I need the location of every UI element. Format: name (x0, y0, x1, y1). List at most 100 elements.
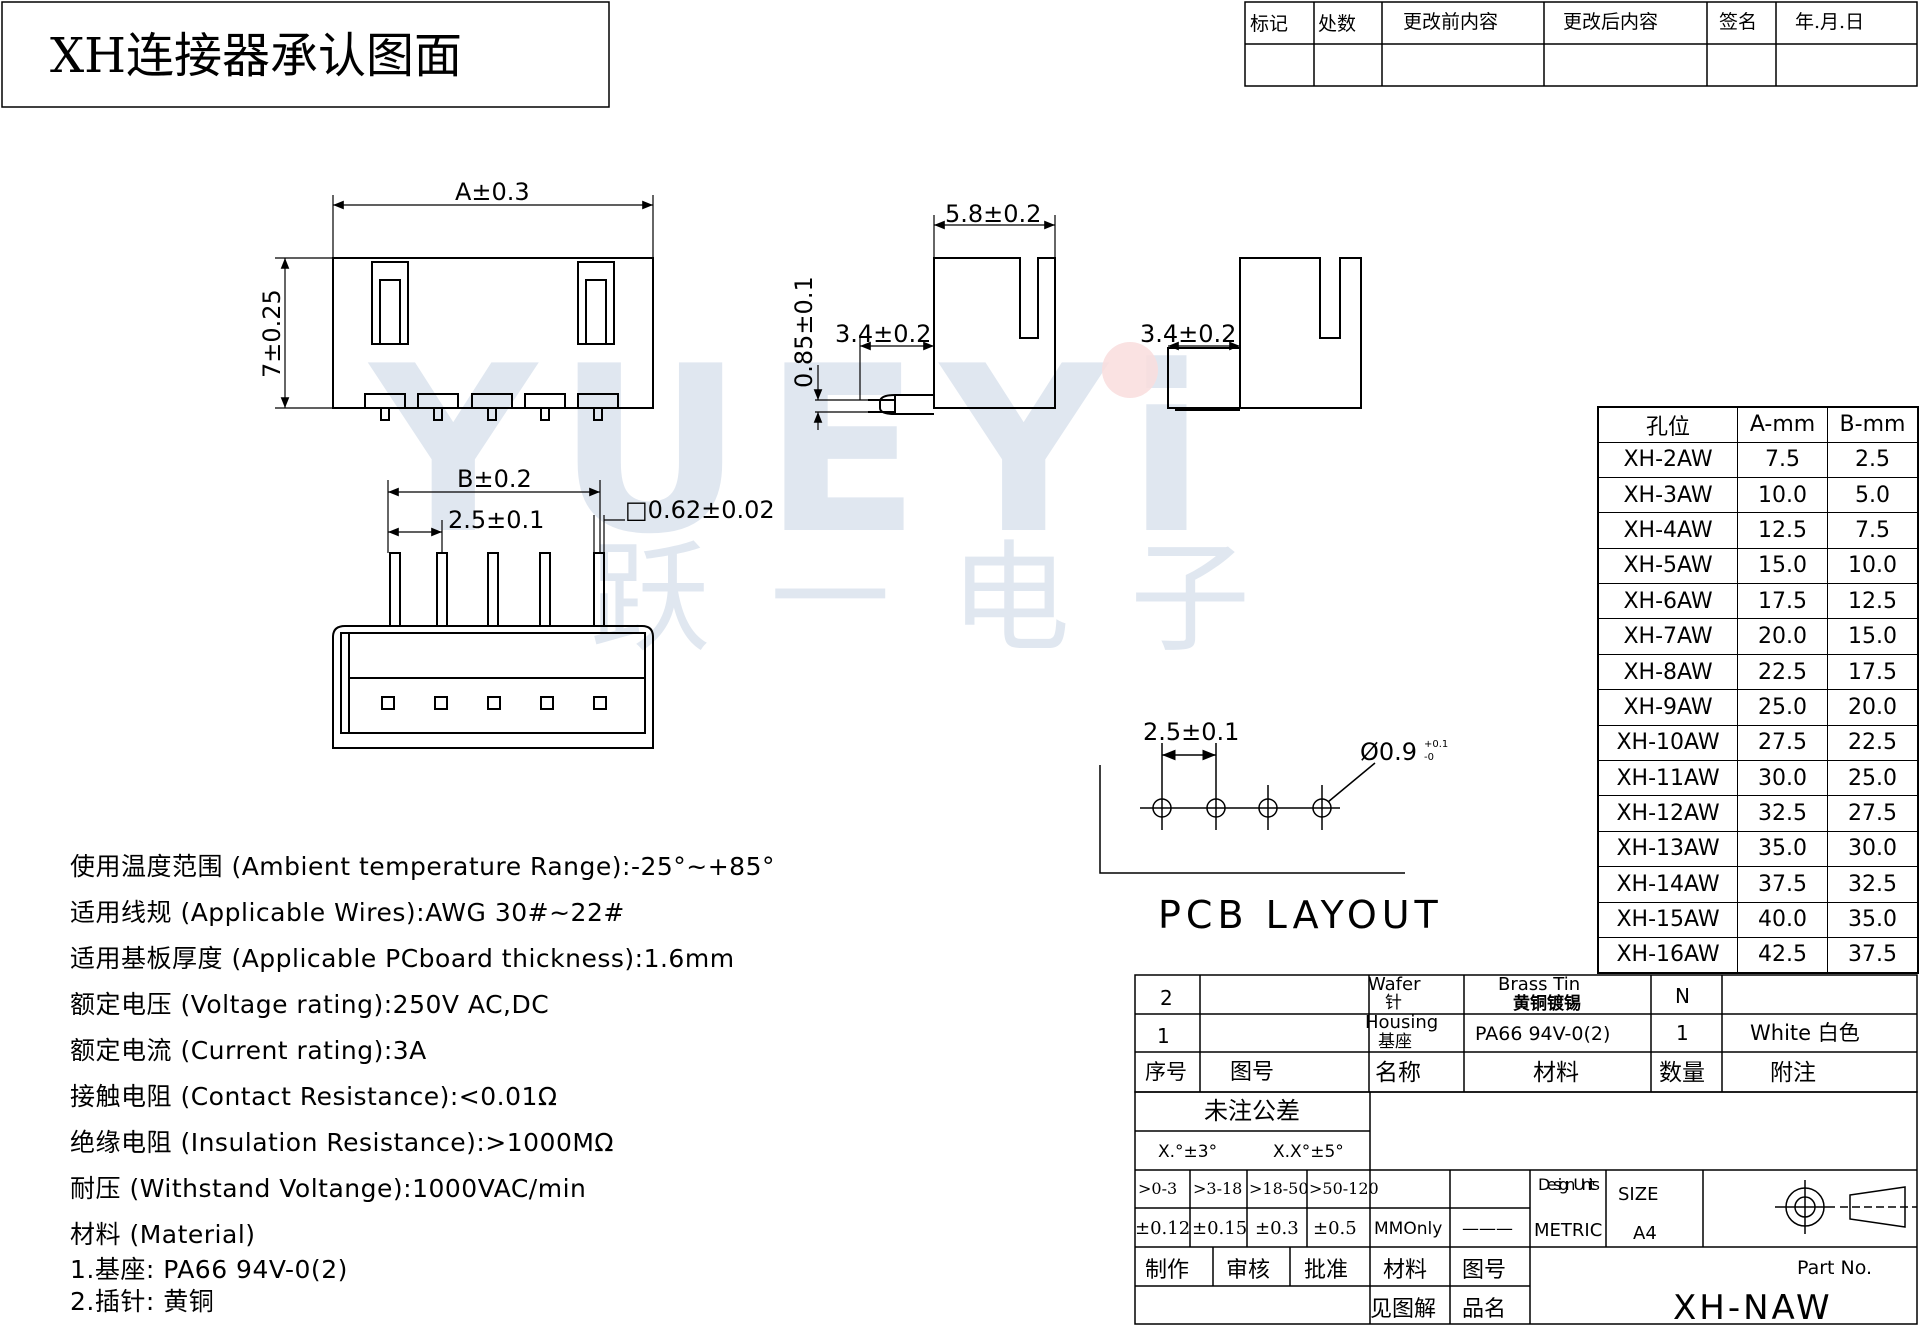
size-cell-a: 20.0 (1737, 618, 1829, 655)
size-header-a: A-mm (1737, 406, 1829, 443)
size-label: SIZE (1618, 1184, 1658, 1205)
spec-wires: 适用线规 (Applicable Wires):AWG 30#~22# (70, 898, 625, 927)
bom-table (1134, 974, 1918, 1093)
watermark-latin: YUEYi (367, 318, 1226, 585)
size-cell-b: 37.5 (1827, 936, 1919, 974)
size-cell-a: 25.0 (1737, 689, 1829, 726)
units-dash: ——— (1462, 1219, 1513, 1239)
pcb-hole-tol-dn: -0 (1424, 752, 1434, 763)
size-cell-b: 15.0 (1827, 618, 1919, 655)
dim-pitch-label: 2.5±0.1 (448, 506, 544, 534)
role-made: 制作 (1145, 1258, 1189, 1283)
size-val: A4 (1633, 1223, 1657, 1244)
pcb-hole-label: Ø0.9 (1360, 738, 1417, 766)
size-cell-b: 35.0 (1827, 901, 1919, 938)
size-cell-model: XH-8AW (1597, 653, 1739, 691)
tol-range-4: >50-120 (1309, 1179, 1379, 1198)
size-cell-b: 32.5 (1827, 866, 1919, 903)
role-dwg: 图号 (1462, 1258, 1506, 1283)
watermark-dot (1102, 342, 1158, 398)
size-cell-b: 25.0 (1827, 760, 1919, 797)
bom-row1-note: White 白色 (1750, 1021, 1860, 1045)
size-cell-a: 35.0 (1737, 830, 1829, 868)
tol-val-3: ±0.3 (1255, 1218, 1299, 1239)
size-cell-b: 27.5 (1827, 795, 1919, 832)
size-header-b: B-mm (1827, 406, 1919, 443)
size-cell-a: 7.5 (1737, 441, 1829, 478)
spec-material-2: 2.插针: 黄铜 (70, 1287, 215, 1316)
bom-row1-name-en: Housing (1365, 1012, 1438, 1033)
size-cell-model: XH-3AW (1597, 476, 1739, 514)
spec-pcb-thickness: 适用基板厚度 (Applicable PCboard thickness):1.… (70, 944, 735, 973)
role-review: 审核 (1226, 1258, 1270, 1283)
design-units: Design Units (1538, 1175, 1600, 1194)
part-no: XH-NAW (1673, 1288, 1833, 1326)
bom-row1-qty: 1 (1676, 1021, 1689, 1045)
size-cell-b: 30.0 (1827, 830, 1919, 868)
front-view (332, 257, 654, 421)
bom-row1-name-cn: 基座 (1378, 1032, 1412, 1052)
rev-header-count: 处数 (1318, 13, 1356, 35)
size-cell-b: 2.5 (1827, 441, 1919, 478)
size-cell-b: 10.0 (1827, 547, 1919, 585)
bom-row2-name-cn: 针 (1385, 993, 1402, 1013)
spec-voltage: 额定电压 (Voltage rating):250V AC,DC (70, 990, 550, 1019)
rev-header-sign: 签名 (1719, 11, 1757, 33)
size-cell-model: XH-14AW (1597, 866, 1739, 903)
dim-a-label: A±0.3 (455, 178, 530, 206)
role-material: 材料 (1383, 1258, 1427, 1283)
see-fig: 见图解 (1370, 1297, 1436, 1322)
tol-ang1: X.°±3° (1158, 1142, 1217, 1162)
tol-range-3: >18-50 (1249, 1179, 1309, 1198)
size-cell-model: XH-4AW (1597, 512, 1739, 549)
tol-val-2: ±0.15 (1192, 1218, 1247, 1239)
page-title: XH连接器承认图面 (50, 28, 462, 84)
size-cell-a: 40.0 (1737, 901, 1829, 938)
dim-side-1 (813, 215, 1056, 430)
size-cell-a: 15.0 (1737, 547, 1829, 585)
dim-side-w-label: 5.8±0.2 (945, 200, 1041, 228)
size-cell-b: 7.5 (1827, 512, 1919, 549)
tol-val-1: ±0.12 (1135, 1218, 1190, 1239)
size-header-hole: 孔位 (1597, 406, 1739, 443)
spec-temperature: 使用温度范围 (Ambient temperature Range):-25°~… (70, 852, 775, 881)
bom-header-dwg: 图号 (1230, 1060, 1274, 1085)
dim-side-l2-label: 3.4±0.2 (1140, 320, 1236, 348)
size-cell-b: 17.5 (1827, 653, 1919, 691)
spec-current: 额定电流 (Current rating):3A (70, 1036, 427, 1065)
tol-range-1: >0-3 (1138, 1179, 1177, 1198)
bom-row2-name-en: Wafer (1368, 974, 1421, 995)
size-cell-a: 22.5 (1737, 653, 1829, 691)
size-cell-model: XH-10AW (1597, 724, 1739, 762)
rev-header-after: 更改后内容 (1563, 11, 1658, 33)
title-box: XH连接器承认图面 (1, 1, 610, 108)
bom-header-note: 附注 (1770, 1060, 1816, 1086)
size-cell-model: XH-12AW (1597, 795, 1739, 832)
size-cell-model: XH-13AW (1597, 830, 1739, 868)
bom-header-mat: 材料 (1533, 1060, 1579, 1086)
size-cell-a: 17.5 (1737, 583, 1829, 620)
spec-material-1: 1.基座: PA66 94V-0(2) (70, 1255, 348, 1284)
rev-header-before: 更改前内容 (1403, 11, 1498, 33)
size-cell-a: 12.5 (1737, 512, 1829, 549)
pcb-layout-title: PCB LAYOUT (1158, 893, 1443, 937)
bom-row2-mat-en: Brass Tin (1498, 974, 1580, 995)
spec-insulation: 绝缘电阻 (Insulation Resistance):>1000MΩ (70, 1128, 615, 1157)
size-cell-model: XH-5AW (1597, 547, 1739, 585)
rev-header-date: 年.月.日 (1795, 11, 1864, 33)
spec-contact-resistance: 接触电阻 (Contact Resistance):<0.01Ω (70, 1082, 558, 1111)
size-cell-model: XH-6AW (1597, 583, 1739, 620)
tol-ang2: X.X°±5° (1273, 1142, 1344, 1162)
size-cell-model: XH-7AW (1597, 618, 1739, 655)
